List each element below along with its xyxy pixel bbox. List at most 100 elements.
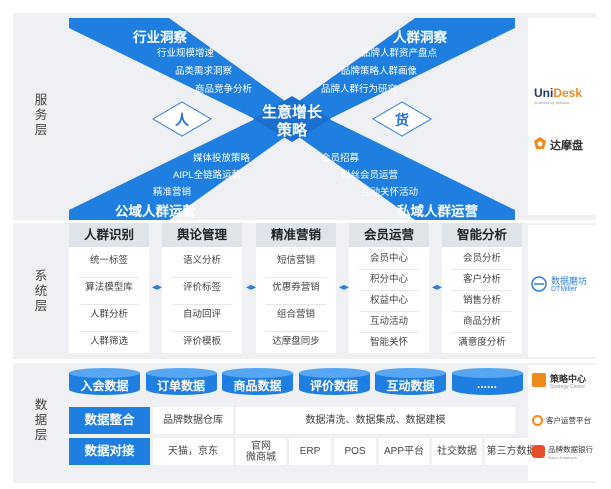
separator: [266, 304, 326, 305]
brand-databank-icon: [532, 445, 545, 458]
cylinder-body: [69, 373, 140, 395]
separator: [79, 331, 139, 332]
data-source-cylinder: 订单数据: [145, 368, 217, 397]
data-source-cylinder: 互动数据: [375, 368, 446, 397]
public-item-1: 媒体投放策略: [193, 153, 251, 164]
system-column-item: 自动回评: [182, 309, 221, 320]
crowd-insight-title: 人群洞察: [393, 30, 447, 45]
service-x-shape: [69, 18, 515, 220]
industry-item-1: 行业规模增速: [157, 48, 215, 59]
system-column-item: 商品分析: [462, 316, 501, 327]
industry-insight-title: 行业洞察: [133, 30, 187, 45]
system-column-item: 评价模板: [182, 336, 221, 347]
separator: [452, 290, 512, 291]
unidesk-name-a: Uni: [534, 86, 554, 100]
people-label: 人: [175, 112, 189, 128]
crowd-item-3: 品牌人群行为研究: [321, 84, 398, 95]
public-item-3: 精准营销: [153, 187, 192, 198]
separator: [79, 277, 139, 278]
service-diagram: 行业洞察 行业规模增速 品类需求洞察 商品竞争分析 人群洞察 品牌人群资产盘点 …: [69, 18, 515, 220]
data-channel-box: APP平台: [379, 438, 429, 465]
arrow-icon: ◂▸: [152, 282, 163, 293]
separator: [266, 277, 326, 278]
crowd-item-2: 品牌策略人群画像: [341, 66, 418, 77]
brand-databank-sub: Brand Databank: [548, 455, 577, 460]
cylinder-body: [298, 373, 370, 395]
system-column-item: 会员中心: [369, 253, 408, 264]
cylinder-body: [145, 373, 217, 395]
arrow-icon: ◂▸: [339, 282, 350, 293]
system-column-title: 智能分析: [442, 223, 522, 247]
separator: [266, 331, 326, 332]
separator: [79, 304, 139, 305]
industry-item-2: 品类需求洞察: [175, 66, 233, 77]
system-column-item: 统一标签: [89, 255, 128, 266]
system-column-item: 达摩盘同步: [272, 336, 320, 347]
separator: [359, 290, 419, 291]
system-column-item: 智能关怀: [369, 337, 408, 348]
strategy-center-sub: Strategy Center: [550, 384, 586, 390]
damopan-logo-text: 达摩盘: [550, 140, 583, 152]
cylinder-top: [298, 368, 370, 378]
dtmiller-name: 数据磨坊: [551, 276, 588, 286]
data-layer-label: 数据层: [34, 398, 48, 442]
system-column: 会员运营会员中心积分中心权益中心互动活动智能关怀: [349, 223, 429, 353]
data-source-label: 订单数据: [156, 379, 205, 393]
system-column-item: 互动活动: [369, 316, 408, 327]
system-column-item: 语义分析: [182, 255, 221, 266]
crowd-item-1: 品牌人群资产盘点: [361, 48, 438, 59]
unidesk-name-b: Desk: [553, 86, 583, 100]
system-column-item: 短信营销: [276, 255, 315, 266]
service-logo-panel: [528, 18, 596, 215]
data-channel-box: 社交数据: [432, 438, 482, 465]
separator: [452, 311, 512, 312]
system-column-title: 人群识别: [69, 223, 149, 247]
cylinder-body: [375, 373, 446, 395]
separator: [359, 269, 419, 270]
goods-label: 货: [395, 112, 409, 128]
unidesk-logo: UniDesk: [534, 86, 582, 100]
system-column-title: 会员运营: [349, 223, 429, 247]
cylinder-body: [222, 373, 293, 395]
separator: [172, 277, 232, 278]
system-column: 智能分析会员分析客户分析销售分析商品分析满意度分析: [442, 223, 522, 353]
data-channel-box: 官网 微商城: [236, 438, 286, 465]
brand-databank-name: 品牌数据银行: [548, 445, 593, 454]
system-column: 精准营销短信营销优惠券营销组合营销达摩盘同步: [256, 223, 336, 353]
system-column-title: 舆论管理: [162, 223, 242, 247]
cylinder-body: [451, 373, 523, 395]
separator: [452, 332, 512, 333]
customer-platform-name: 客户运营平台: [546, 416, 591, 425]
center-title-line1: 生意增长: [261, 104, 322, 121]
system-column-item: 评价标签: [182, 282, 221, 293]
industry-item-3: 商品竞争分析: [195, 84, 253, 95]
data-source-cylinder: 商品数据: [222, 368, 293, 397]
data-channel-box: 第三方数据: [485, 438, 538, 465]
public-operation-title: 公域人群运营: [115, 204, 196, 219]
center-title-line2: 策略: [276, 122, 307, 139]
strategy-center-name: 策略中心: [550, 374, 587, 384]
brand-warehouse-box: 品牌数据仓库: [153, 407, 233, 434]
data-channel-box: 天猫，京东: [153, 438, 233, 465]
data-source-label: 互动数据: [386, 379, 435, 393]
unidesk-subtitle: powered by Alibaba: [534, 100, 569, 105]
data-source-label: 商品数据: [233, 379, 282, 393]
cylinder-top: [222, 368, 293, 378]
public-item-2: AIPL全链路运营: [173, 170, 242, 181]
data-integration-label: 数据整合: [69, 407, 150, 434]
private-item-1: 会员招募: [321, 153, 360, 164]
separator: [172, 331, 232, 332]
customer-platform-icon: [532, 415, 543, 426]
cylinder-top: [451, 368, 523, 378]
system-column-item: 组合营销: [276, 309, 315, 320]
cylinder-top: [375, 368, 446, 378]
separator: [359, 332, 419, 333]
data-process-box: 数据清洗、数据集成、数据建模: [236, 407, 515, 434]
separator: [359, 311, 419, 312]
data-channel-box: POS: [334, 438, 376, 465]
damopan-icon: [533, 136, 547, 150]
separator: [452, 269, 512, 270]
system-column-title: 精准营销: [256, 223, 336, 247]
service-layer-label: 服务层: [34, 93, 48, 137]
strategy-center-icon: [532, 373, 546, 387]
